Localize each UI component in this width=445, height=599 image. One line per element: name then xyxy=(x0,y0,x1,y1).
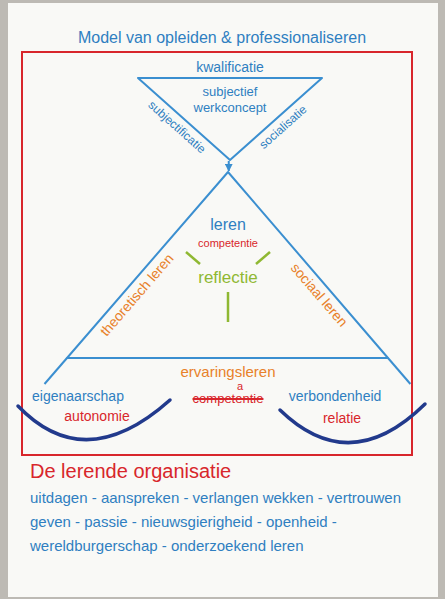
paper-sheet xyxy=(8,3,438,597)
pillar-label: verbondenheid xyxy=(289,388,382,405)
extension-line xyxy=(45,358,68,384)
red-frame xyxy=(22,52,412,455)
triangle-outline xyxy=(67,172,388,358)
pillar-sublabel: autonomie xyxy=(64,408,129,425)
support-arc xyxy=(18,400,170,440)
correction-mark: a xyxy=(237,380,243,393)
reflection-line xyxy=(256,252,270,264)
side-label: ervaringsleren xyxy=(180,363,275,381)
diagram-title: Model van opleiden & professionaliseren xyxy=(78,28,366,47)
section-heading: De lerende organisatie xyxy=(30,459,231,483)
node-text: kwalificatie xyxy=(196,59,264,76)
value-list: uitdagen - aanspreken - verlangen wekken… xyxy=(30,486,430,558)
struck-word: competentie xyxy=(193,391,264,407)
pillar-label: eigenaarschap xyxy=(32,388,124,405)
node-text: subjectief werkconcept xyxy=(180,84,280,116)
node-text: reflectie xyxy=(198,268,258,288)
node-text: competentie xyxy=(198,237,258,250)
reflection-line xyxy=(227,292,230,322)
support-arc xyxy=(280,404,425,443)
reflection-line xyxy=(186,252,200,264)
connector-arrow xyxy=(228,161,230,171)
triangle-outline xyxy=(138,78,322,160)
side-label: sociaal leren xyxy=(287,259,351,330)
node-text: leren xyxy=(210,215,246,234)
extension-line xyxy=(388,358,410,384)
pillar-sublabel: relatie xyxy=(323,410,361,427)
side-label: theoretisch leren xyxy=(96,250,177,339)
